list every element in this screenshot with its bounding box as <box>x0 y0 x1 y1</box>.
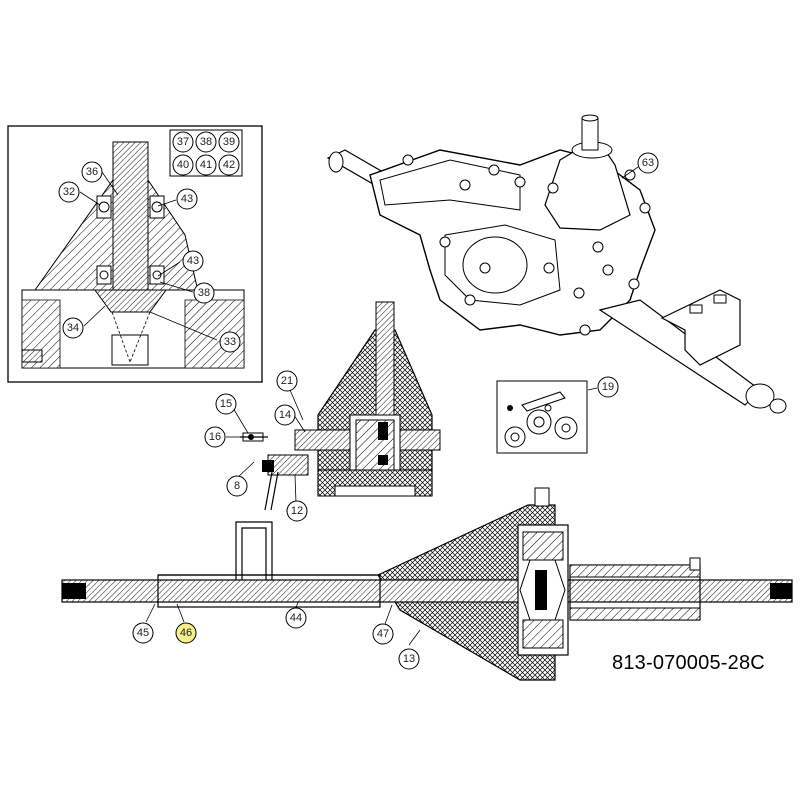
svg-text:43: 43 <box>181 193 193 205</box>
svg-text:21: 21 <box>281 375 293 387</box>
upper-section-view <box>226 301 441 511</box>
callout-14[interactable]: 14 <box>274 404 296 426</box>
highlight-fill <box>175 622 197 644</box>
callout-16[interactable]: 16 <box>204 426 226 448</box>
callout-36[interactable]: 36 <box>81 161 103 183</box>
callout-bubbles: 37 38 39 40 41 42 36 32 <box>58 131 659 670</box>
callout-45[interactable]: 45 <box>132 622 154 644</box>
callout-19[interactable]: 19 <box>597 376 619 398</box>
svg-text:37: 37 <box>177 136 189 148</box>
svg-text:44: 44 <box>290 612 302 624</box>
callout-42[interactable]: 42 <box>218 154 240 176</box>
part-number-label: 813-070005-28C <box>612 652 765 674</box>
svg-text:42: 42 <box>223 159 235 171</box>
svg-text:38: 38 <box>198 287 210 299</box>
callout-13[interactable]: 13 <box>398 648 420 670</box>
lower-section-view <box>61 487 793 681</box>
svg-text:16: 16 <box>209 431 221 443</box>
svg-text:39: 39 <box>223 136 235 148</box>
callout-34[interactable]: 34 <box>62 317 84 339</box>
callout-41[interactable]: 41 <box>195 154 217 176</box>
svg-text:34: 34 <box>67 322 79 334</box>
svg-text:13: 13 <box>403 653 415 665</box>
svg-text:40: 40 <box>177 159 189 171</box>
callout-8[interactable]: 8 <box>226 475 248 497</box>
callout-21[interactable]: 21 <box>276 370 298 392</box>
callout-33[interactable]: 33 <box>219 331 241 353</box>
callout-43-lower[interactable]: 43 <box>182 250 204 272</box>
svg-text:15: 15 <box>220 398 232 410</box>
svg-text:14: 14 <box>279 409 291 421</box>
callout-39[interactable]: 39 <box>218 131 240 153</box>
callout-32[interactable]: 32 <box>58 181 80 203</box>
callout-44[interactable]: 44 <box>285 607 307 629</box>
svg-text:36: 36 <box>86 166 98 178</box>
callout-38-inset[interactable]: 38 <box>193 282 215 304</box>
svg-text:46: 46 <box>180 627 192 639</box>
callout-47[interactable]: 47 <box>372 623 394 645</box>
svg-text:19: 19 <box>602 381 614 393</box>
callout-43-upper[interactable]: 43 <box>176 188 198 210</box>
callout-12[interactable]: 12 <box>286 500 308 522</box>
svg-text:38: 38 <box>200 136 212 148</box>
callout-40[interactable]: 40 <box>172 154 194 176</box>
svg-text:63: 63 <box>642 157 654 169</box>
callout-63[interactable]: 63 <box>637 152 659 174</box>
callout-38[interactable]: 38 <box>195 131 217 153</box>
callout-37[interactable]: 37 <box>172 131 194 153</box>
callout-15[interactable]: 15 <box>215 393 237 415</box>
gear-kit-illustration <box>496 380 598 454</box>
callout-46-highlighted[interactable]: 46 <box>175 622 197 644</box>
svg-text:8: 8 <box>234 480 240 492</box>
svg-text:45: 45 <box>137 627 149 639</box>
transaxle-assembly-illustration <box>326 114 787 414</box>
svg-text:41: 41 <box>200 159 212 171</box>
svg-text:43: 43 <box>187 255 199 267</box>
svg-text:12: 12 <box>291 505 303 517</box>
svg-text:33: 33 <box>224 336 236 348</box>
svg-text:32: 32 <box>63 186 75 198</box>
svg-text:47: 47 <box>377 628 389 640</box>
